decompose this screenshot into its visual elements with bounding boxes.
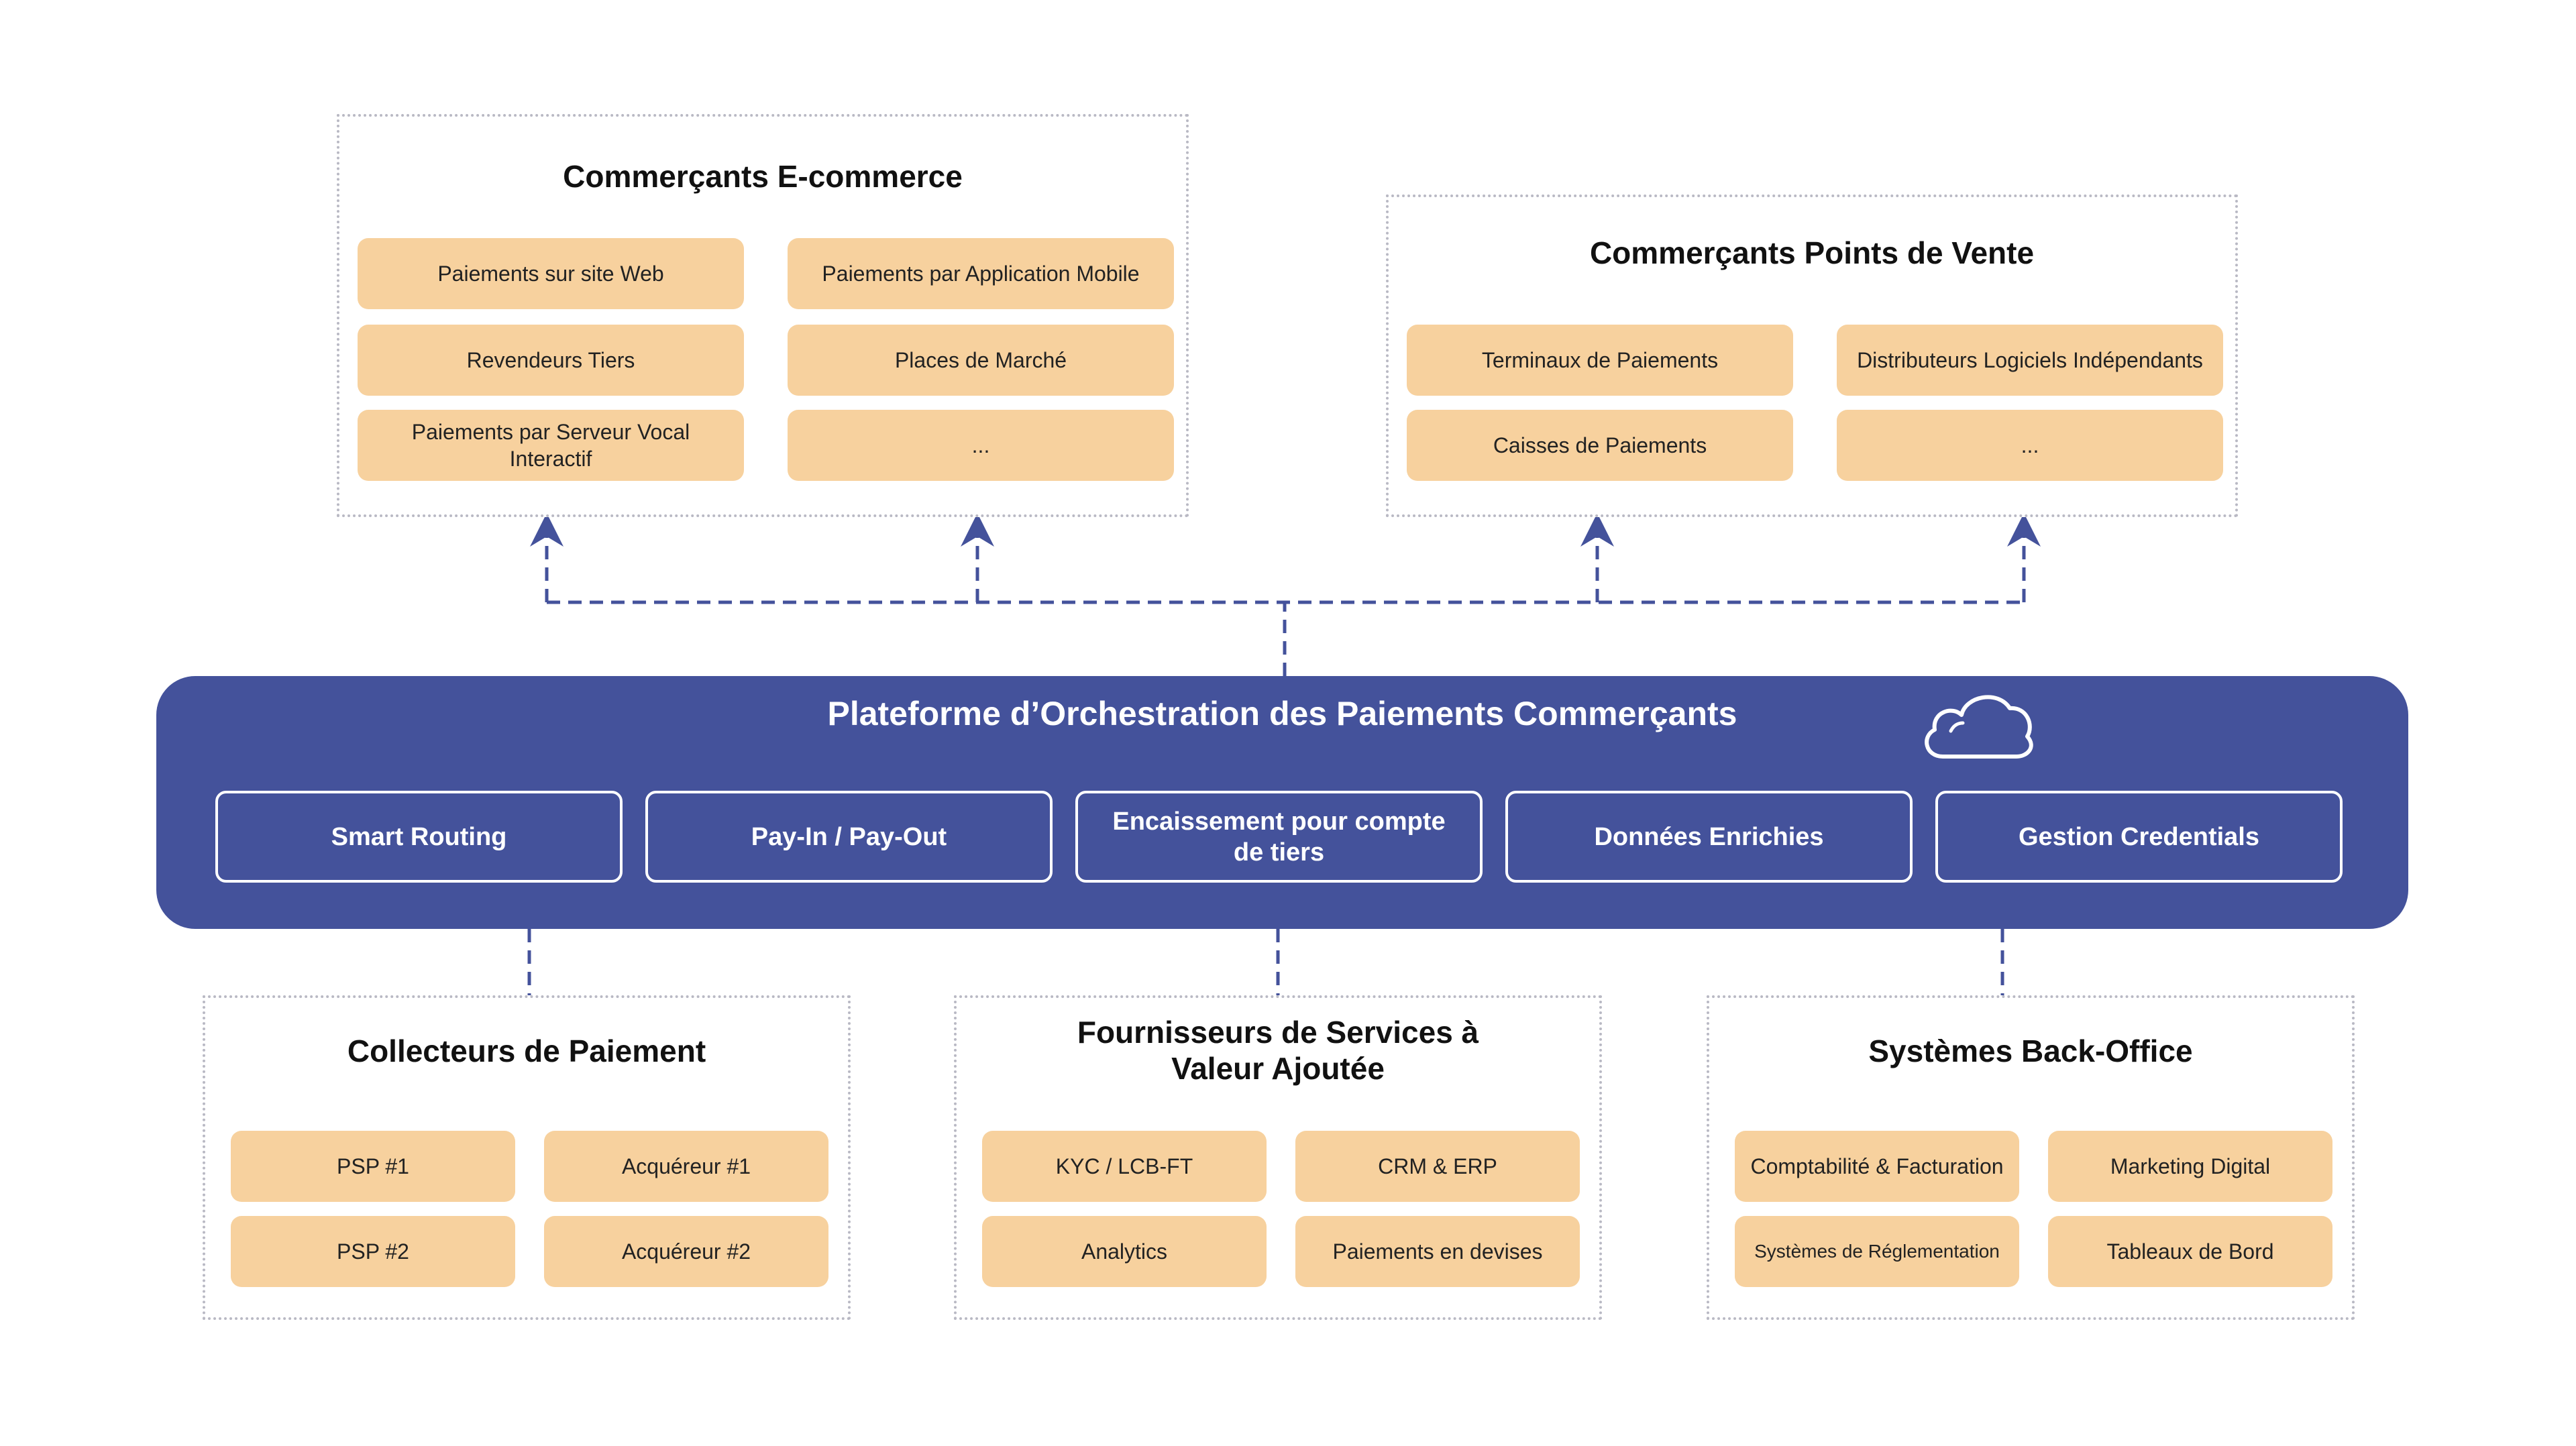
module-third-party-collection: Encaissement pour compte de tiers bbox=[1075, 791, 1483, 883]
pos-title: Commerçants Points de Vente bbox=[1589, 235, 2035, 270]
chip-psp-2: PSP #2 bbox=[231, 1216, 515, 1287]
chip-digital-marketing: Marketing Digital bbox=[2048, 1131, 2332, 1202]
backoffice-title: Systèmes Back-Office bbox=[1868, 1034, 2193, 1068]
chip-regulatory-systems: Systèmes de Réglementation bbox=[1735, 1216, 2019, 1287]
chip-ivr-payments: Paiements par Serveur Vocal Interactif bbox=[358, 410, 744, 481]
chip-isv: Distributeurs Logiciels Indépendants bbox=[1837, 325, 2223, 396]
cloud-icon bbox=[1916, 681, 2037, 772]
chip-kyc: KYC / LCB-FT bbox=[982, 1131, 1267, 1202]
orchestration-platform: Plateforme d’Orchestration des Paiements… bbox=[156, 676, 2408, 929]
vas-group: Fournisseurs de Services à Valeur Ajouté… bbox=[954, 995, 1602, 1320]
chip-dashboards: Tableaux de Bord bbox=[2048, 1216, 2332, 1287]
chip-acquirer-2: Acquéreur #2 bbox=[544, 1216, 828, 1287]
chip-psp-1: PSP #1 bbox=[231, 1131, 515, 1202]
pos-group: Commerçants Points de Vente Terminaux de… bbox=[1386, 194, 2238, 517]
collectors-group: Collecteurs de Paiement PSP #1 Acquéreur… bbox=[203, 995, 851, 1320]
chip-acquirer-1: Acquéreur #1 bbox=[544, 1131, 828, 1202]
chip-ellipsis: ... bbox=[788, 410, 1174, 481]
backoffice-group: Systèmes Back-Office Comptabilité & Fact… bbox=[1707, 995, 2355, 1320]
chip-marketplaces: Places de Marché bbox=[788, 325, 1174, 396]
chip-third-party-resellers: Revendeurs Tiers bbox=[358, 325, 744, 396]
chip-payment-terminals: Terminaux de Paiements bbox=[1407, 325, 1793, 396]
chip-ellipsis: ... bbox=[1837, 410, 2223, 481]
chip-mobile-app-payments: Paiements par Application Mobile bbox=[788, 238, 1174, 309]
ecommerce-group: Commerçants E-commerce Paiements sur sit… bbox=[337, 114, 1189, 517]
module-pay-in-pay-out: Pay-In / Pay-Out bbox=[645, 791, 1053, 883]
ecommerce-title: Commerçants E-commerce bbox=[563, 159, 963, 194]
module-credentials-management: Gestion Credentials bbox=[1935, 791, 2343, 883]
collectors-title: Collecteurs de Paiement bbox=[347, 1034, 706, 1068]
chip-crm-erp: CRM & ERP bbox=[1295, 1131, 1580, 1202]
chip-currency-payments: Paiements en devises bbox=[1295, 1216, 1580, 1287]
module-smart-routing: Smart Routing bbox=[215, 791, 623, 883]
chip-accounting-billing: Comptabilité & Facturation bbox=[1735, 1131, 2019, 1202]
platform-title: Plateforme d’Orchestration des Paiements… bbox=[827, 695, 1737, 732]
module-enriched-data: Données Enrichies bbox=[1505, 791, 1913, 883]
chip-analytics: Analytics bbox=[982, 1216, 1267, 1287]
chip-cash-registers: Caisses de Paiements bbox=[1407, 410, 1793, 481]
vas-title: Fournisseurs de Services à Valeur Ajouté… bbox=[1077, 1015, 1479, 1086]
chip-web-payments: Paiements sur site Web bbox=[358, 238, 744, 309]
